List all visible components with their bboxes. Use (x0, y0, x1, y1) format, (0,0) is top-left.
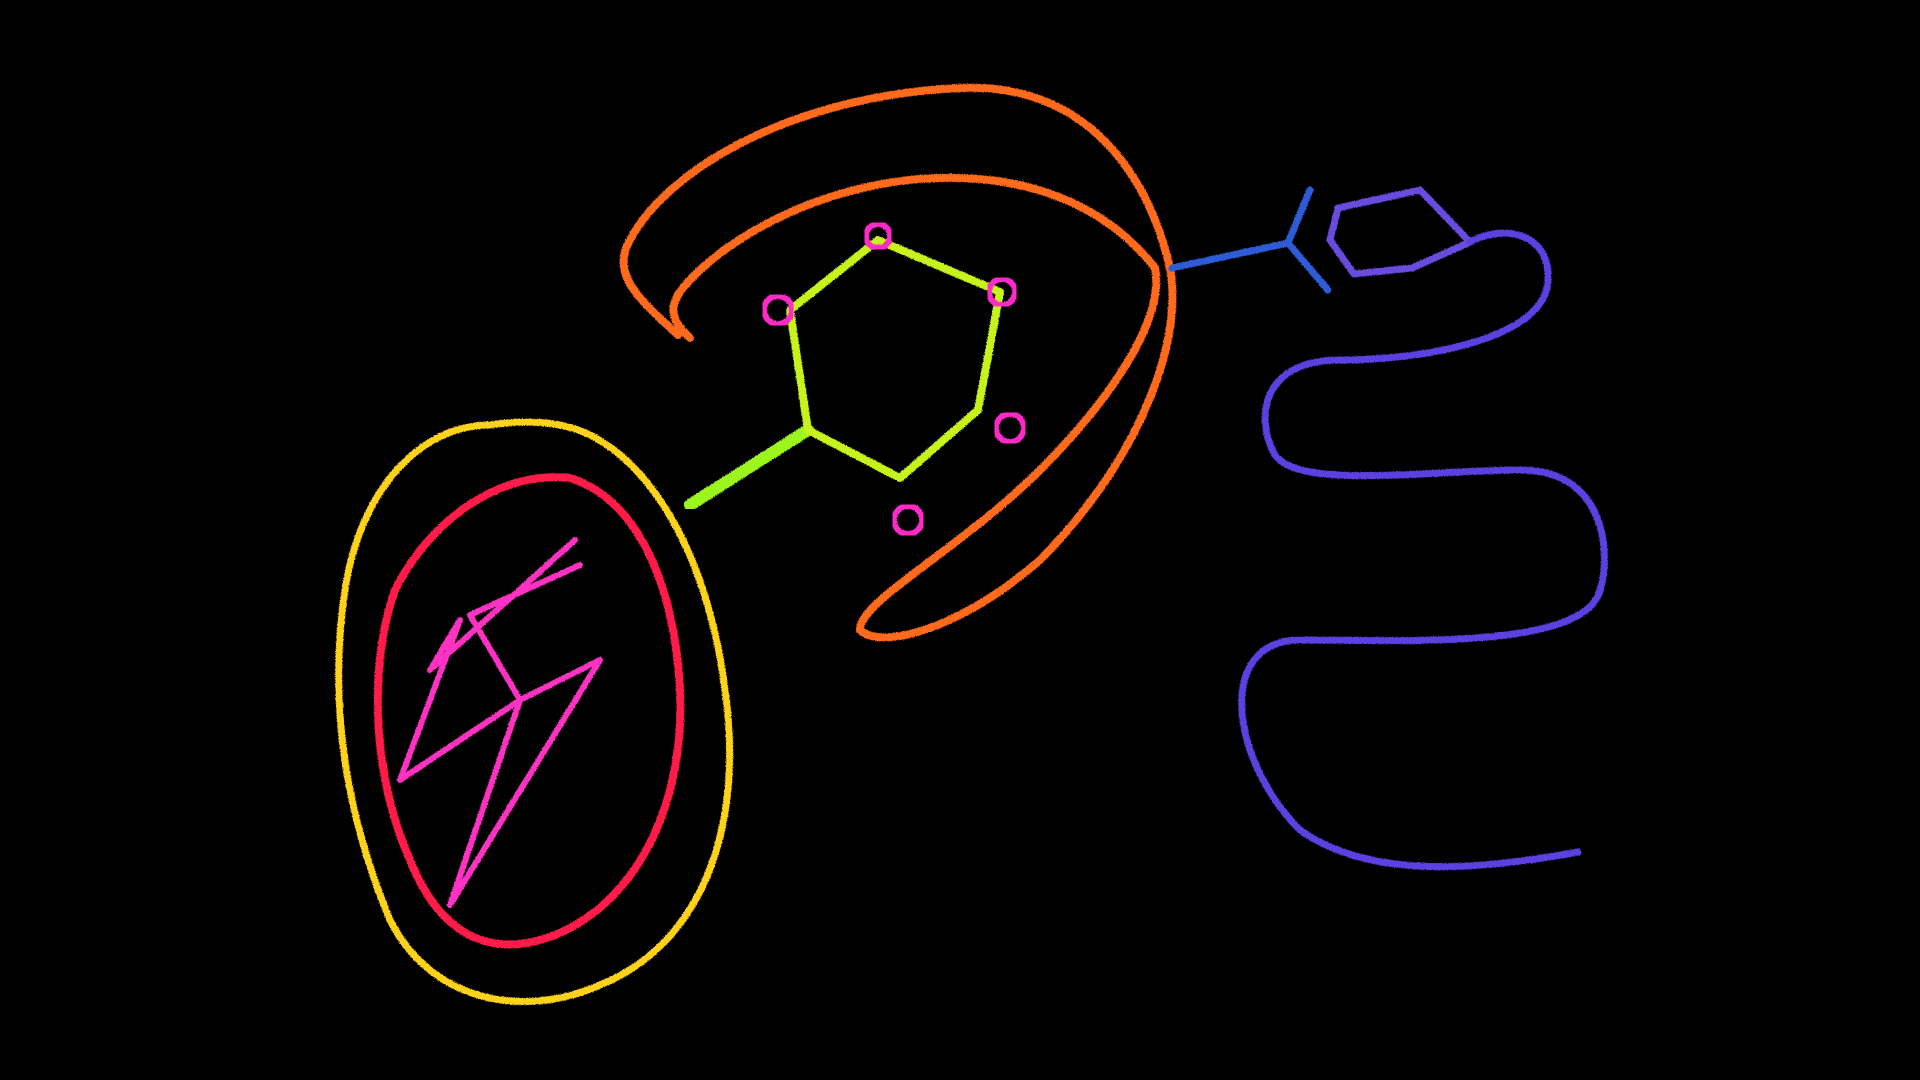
atom-left (761, 293, 795, 327)
hexagon-atoms (761, 221, 1027, 537)
blue-connector (1168, 186, 1332, 294)
wavy-tail (1238, 229, 1608, 871)
inner-oval (373, 473, 685, 949)
atom-bottom (891, 503, 925, 537)
atom-upper-right (986, 276, 1018, 308)
atom-lower-right (993, 411, 1027, 445)
outer-oval (335, 418, 734, 1005)
hexagon-ring (786, 236, 1004, 482)
crescent-shape (619, 83, 1177, 642)
green-connector (684, 424, 814, 511)
atom-top (863, 221, 893, 251)
lightning-bolt-icon (397, 537, 603, 908)
small-hexagon (1326, 186, 1474, 278)
